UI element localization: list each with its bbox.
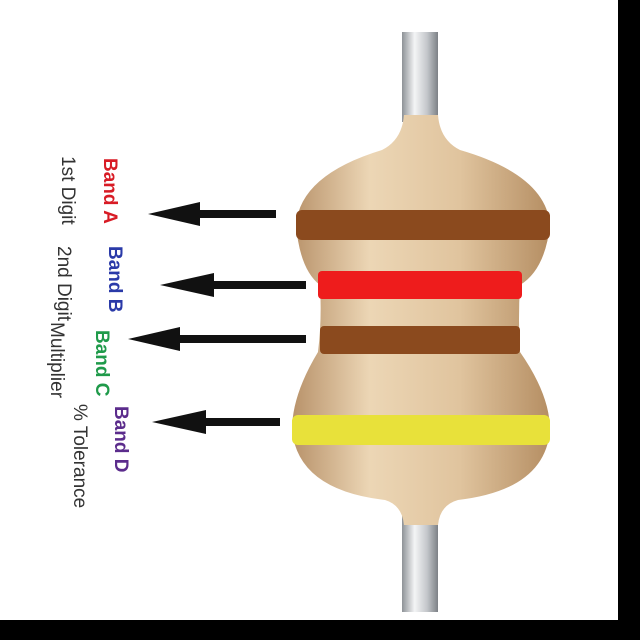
arrow-band-c (128, 327, 306, 351)
band-c-stripe (320, 326, 520, 354)
band-a-description: 1st Digit (57, 156, 78, 225)
band-d-label: Band D (110, 406, 131, 473)
band-a-stripe (296, 210, 550, 240)
arrow-band-b (160, 273, 306, 297)
resistor-diagram (128, 32, 550, 612)
band-b-label: Band B (104, 246, 125, 313)
resistor-body (292, 115, 550, 525)
band-c-description: Multiplier (46, 322, 67, 399)
band-d-stripe (292, 415, 550, 445)
diagram-panel: Band A 1st Digit Band B 2nd Digit Band C… (0, 0, 618, 620)
arrow-band-a (148, 202, 276, 226)
bottom-lead (402, 512, 438, 612)
top-lead (402, 32, 438, 122)
band-d-description: % Tolerance (69, 404, 90, 509)
band-b-description: 2nd Digit (53, 246, 74, 321)
arrow-band-d (152, 410, 280, 434)
band-c-label: Band C (91, 330, 112, 397)
band-a-label: Band A (99, 158, 120, 224)
band-b-stripe (318, 271, 522, 299)
